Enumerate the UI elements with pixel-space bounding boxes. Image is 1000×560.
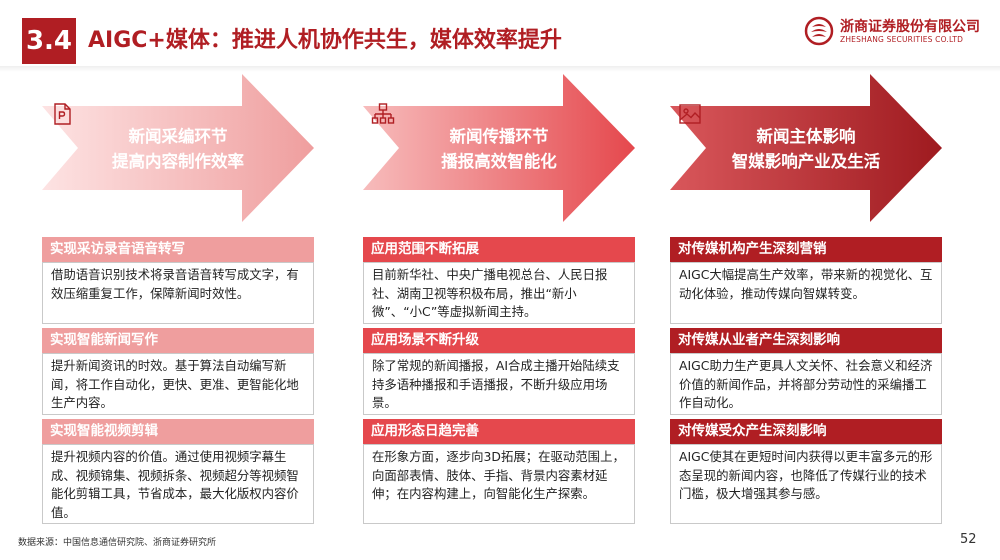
section-body: AIGC使其在更短时间内获得以更丰富多元的形态呈现的新闻内容，也降低了传媒行业的… [670, 444, 942, 524]
arrow-shape [42, 74, 314, 222]
arrow-shape [670, 74, 942, 222]
column-news-editing: 新闻采编环节 提高内容制作效率 实现采访录音语音转写 借助语音识别技术将录音语音… [42, 72, 314, 528]
arrow-label-line1: 新闻传播环节 [449, 127, 549, 146]
image-picture-icon [679, 104, 701, 124]
company-name-cn: 浙商证券股份有限公司 [840, 19, 980, 35]
data-source-note: 数据来源：中国信息通信研究院、浙商证券研究所 [18, 538, 217, 548]
section-body: AIGC助力生产更具人文关怀、社会意义和经济价值的新闻作品，并将部分劳动性的采编… [670, 353, 942, 415]
arrow-label-line2: 播报高效智能化 [441, 152, 557, 171]
section-heading: 应用形态日趋完善 [363, 419, 635, 444]
section-heading: 实现采访录音语音转写 [42, 237, 314, 262]
section-heading: 对传媒受众产生深刻影响 [670, 419, 942, 444]
ppt-document-icon [54, 103, 71, 125]
section-heading: 实现智能新闻写作 [42, 328, 314, 353]
header-divider [0, 66, 1000, 72]
arrow-label-line1: 新闻主体影响 [756, 127, 856, 146]
arrow-label: 新闻主体影响 智媒影响产业及生活 [700, 124, 912, 174]
company-logo-icon [804, 16, 834, 46]
section-heading: 对传媒机构产生深刻营销 [670, 237, 942, 262]
section-body: 在形象方面，逐步向3D拓展；在驱动范围上，向面部表情、肢体、手指、背景内容素材延… [363, 444, 635, 524]
section-heading: 应用范围不断拓展 [363, 237, 635, 262]
arrow-label: 新闻传播环节 播报高效智能化 [393, 124, 605, 174]
section-body: 目前新华社、中央广播电视总台、人民日报社、湖南卫视等积极布局，推出“新小微”、“… [363, 262, 635, 324]
section-heading: 应用场景不断升级 [363, 328, 635, 353]
page-number: 52 [960, 532, 977, 547]
arrow-label-line2: 提高内容制作效率 [112, 152, 244, 171]
company-name-en: ZHESHANG SECURITIES CO.LTD [840, 35, 964, 44]
section-heading: 实现智能视频剪辑 [42, 419, 314, 444]
column-news-broadcasting: 新闻传播环节 播报高效智能化 应用范围不断拓展 目前新华社、中央广播电视总台、人… [363, 72, 635, 528]
page-title: AIGC+媒体：推进人机协作共生，媒体效率提升 [88, 28, 562, 53]
company-logo: 浙商证券股份有限公司 ZHESHANG SECURITIES CO.LTD [800, 14, 990, 50]
section-number-badge: 3.4 [22, 18, 76, 64]
section-body: 借助语音识别技术将录音语音转写成文字，有效压缩重复工作，保障新闻时效性。 [42, 262, 314, 324]
section-heading: 对传媒从业者产生深刻影响 [670, 328, 942, 353]
arrow-label: 新闻采编环节 提高内容制作效率 [72, 124, 284, 174]
section-body: 提升视频内容的价值。通过使用视频字幕生成、视频锦集、视频拆条、视频超分等视频智能… [42, 444, 314, 524]
arrow-label-line1: 新闻采编环节 [128, 127, 228, 146]
section-body: 提升新闻资讯的时效。基于算法自动编写新闻，将工作自动化，更快、更准、更智能化地生… [42, 353, 314, 415]
network-diagram-icon [371, 103, 395, 124]
section-body: AIGC大幅提高生产效率，带来新的视觉化、互动化体验，推动传媒向智媒转变。 [670, 262, 942, 324]
arrow-label-line2: 智媒影响产业及生活 [731, 152, 881, 171]
arrow-shape [363, 74, 635, 222]
section-body: 除了常规的新闻播报，AI合成主播开始陆续支持多语种播报和手语播报，不断升级应用场… [363, 353, 635, 415]
column-news-subject-impact: 新闻主体影响 智媒影响产业及生活 对传媒机构产生深刻营销 AIGC大幅提高生产效… [670, 72, 942, 528]
